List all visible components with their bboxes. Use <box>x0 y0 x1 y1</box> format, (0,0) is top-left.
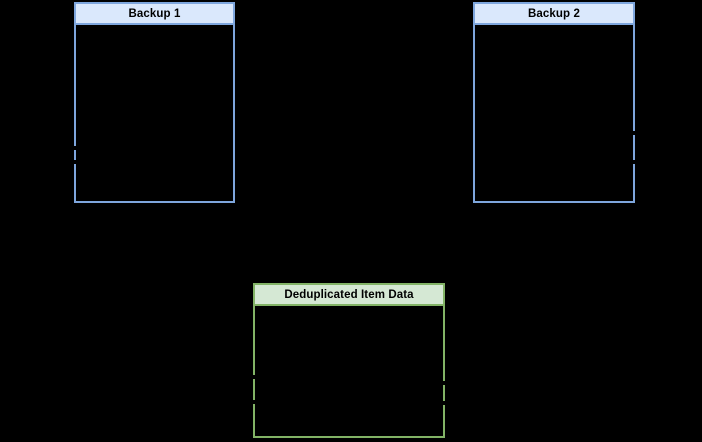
node-backup-2-title: Backup 2 <box>473 2 635 25</box>
node-backup-2[interactable]: Backup 2 <box>473 2 635 203</box>
connector-notch-backup-2-a <box>631 131 635 135</box>
node-deduplicated-item-data-title: Deduplicated Item Data <box>253 283 445 306</box>
connector-notch-dedup-left-b <box>253 400 257 404</box>
node-backup-2-body <box>473 25 635 203</box>
node-backup-1[interactable]: Backup 1 <box>74 2 235 203</box>
node-deduplicated-item-data[interactable]: Deduplicated Item Data <box>253 283 445 438</box>
node-backup-1-body <box>74 25 235 203</box>
connector-notch-backup-1-b <box>74 160 78 164</box>
connector-notch-backup-1-a <box>74 146 78 150</box>
connector-notch-dedup-right-a <box>441 381 445 385</box>
node-backup-1-title: Backup 1 <box>74 2 235 25</box>
connector-notch-backup-2-b <box>631 160 635 164</box>
connector-notch-dedup-right-b <box>441 401 445 405</box>
node-deduplicated-item-data-body <box>253 306 445 438</box>
connector-notch-dedup-left-a <box>253 375 257 379</box>
